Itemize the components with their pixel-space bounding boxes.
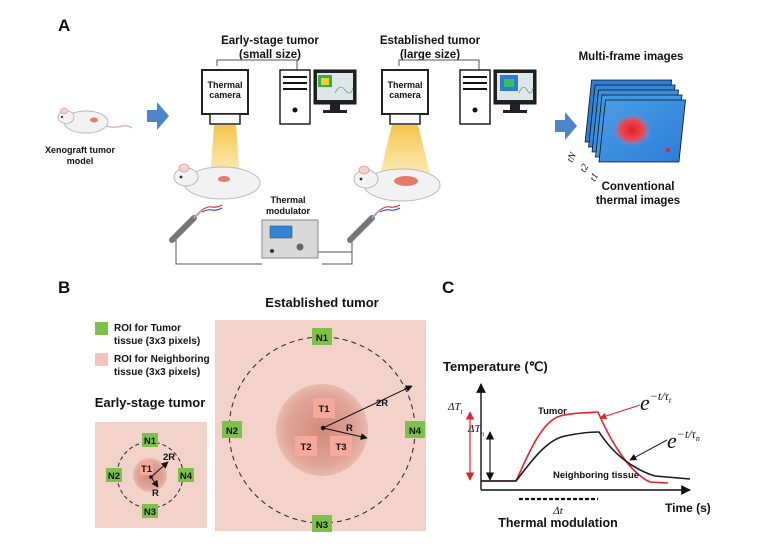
early-stage-subtitle: (small size)	[239, 49, 301, 61]
panel-c-label: C	[442, 278, 454, 297]
early-tumor-title: Early-stage tumor	[95, 395, 206, 410]
computer-tower-icon	[279, 69, 311, 125]
legend-pink-line1: ROI for Neighboring	[114, 354, 210, 365]
roi-t1-large-label: T1	[318, 404, 330, 415]
neighboring-curve-label: Neighboring tissue	[553, 470, 639, 481]
roi-n1-large	[312, 328, 332, 345]
legend-green-swatch	[95, 322, 108, 335]
roi-t2-large	[295, 436, 317, 456]
roi-n3-large	[312, 515, 332, 532]
mouse-label-line2: model	[67, 156, 94, 166]
thermal-camera-1: Thermal camera	[201, 59, 298, 180]
neighbor-eq-pointer	[629, 439, 668, 461]
panel-a: A Xenograft tumor model Early-stage tumo…	[45, 16, 686, 265]
multi-frame-title: Multi-frame images	[579, 51, 684, 63]
frame-label-t2: t2	[578, 162, 591, 174]
roi-t3-large-label: T3	[335, 442, 346, 453]
tumor-decay-equation: e−t/τt	[640, 389, 672, 415]
roi-n2-large-label: N2	[226, 426, 238, 437]
early-r-arrow	[150, 476, 159, 488]
camera-2-label-line1: Thermal	[387, 80, 422, 90]
roi-n4-large-label: N4	[409, 426, 422, 437]
tumor-curve	[481, 411, 669, 484]
roi-n4-large	[405, 421, 425, 438]
thermal-modulation-label: Thermal modulation	[498, 516, 617, 530]
mouse-icon	[57, 107, 133, 134]
tumor-curve-label: Tumor	[538, 406, 567, 417]
roi-n4-small-label: N4	[180, 471, 193, 482]
roi-n4-small	[178, 468, 194, 482]
early-stage-title: Early-stage tumor	[221, 35, 319, 47]
tumor-eq-pointer	[599, 404, 641, 420]
legend-green-line1: ROI for Tumor	[114, 323, 181, 334]
panel-c: C Temperature (℃) ΔTt ΔTn Tumor Neighbor…	[442, 278, 711, 530]
camera-1-label-line1: Thermal	[207, 80, 242, 90]
image-stack-icon	[584, 79, 686, 163]
neighboring-curve	[481, 431, 691, 482]
thermal-modulator-icon	[261, 219, 319, 259]
early-2r-arrow	[150, 461, 169, 478]
roi-n1-small	[142, 433, 158, 447]
mouse-label-line1: Xenograft tumor	[45, 145, 115, 155]
roi-n2-large	[222, 421, 242, 438]
panel-b-label: B	[58, 278, 70, 297]
established-title: Established tumor	[380, 35, 481, 47]
modulator-label-line2: modulator	[266, 206, 310, 216]
roi-t3-large	[330, 436, 352, 456]
delta-tn-label: ΔTn	[467, 423, 485, 438]
monitor-icon	[313, 69, 357, 113]
mouse-icon	[173, 163, 261, 200]
roi-t1-small-label: T1	[141, 464, 153, 475]
established-subtitle: (large size)	[400, 49, 460, 61]
panel-a-label: A	[58, 16, 70, 35]
thermal-beam-1	[210, 125, 240, 180]
conventional-label-line1: Conventional	[602, 181, 675, 193]
roi-n2-small	[106, 468, 122, 482]
established-tumor-core	[276, 384, 368, 476]
early-r-label: R	[152, 488, 159, 499]
roi-n1-large-label: N1	[316, 333, 329, 344]
mouse-icon	[353, 165, 441, 202]
camera-2-label-line2: camera	[389, 90, 422, 100]
neighbor-decay-equation: e−t/τn	[667, 427, 700, 453]
thermal-beam-2	[378, 125, 432, 182]
frame-label-t1: t1	[588, 171, 601, 183]
roi-n3-large-label: N3	[316, 520, 328, 531]
roi-n3-small-label: N3	[144, 507, 156, 518]
temperature-axis-label: Temperature (℃)	[443, 359, 548, 374]
probe-icon	[169, 204, 223, 243]
conventional-label-line2: thermal images	[596, 195, 680, 207]
modulator-label-line1: Thermal	[270, 195, 305, 205]
camera-1-label-line2: camera	[209, 90, 242, 100]
legend-green-line2: tissue (3x3 pixels)	[114, 336, 200, 347]
roi-t2-large-label: T2	[300, 442, 311, 453]
legend-pink-line2: tissue (3x3 pixels)	[114, 367, 200, 378]
roi-n2-small-label: N2	[108, 471, 120, 482]
monitor-icon	[493, 69, 537, 113]
delta-tt-label: ΔTt	[447, 401, 464, 416]
probe-icon	[347, 204, 401, 243]
established-2r-label: 2R	[376, 398, 388, 409]
roi-n1-small-label: N1	[144, 436, 157, 447]
established-r-label: R	[346, 423, 353, 434]
established-r-arrow	[322, 427, 368, 441]
arrow-right-icon	[147, 102, 169, 130]
delta-t-time-label: Δt	[552, 505, 563, 517]
legend-pink-swatch	[95, 353, 108, 366]
roi-n3-small	[142, 504, 158, 518]
thermal-camera-2: Thermal camera	[378, 59, 480, 182]
early-2r-label: 2R	[163, 452, 175, 463]
established-tumor-title: Established tumor	[265, 295, 378, 310]
time-axis-label: Time (s)	[665, 501, 711, 515]
roi-t1-large	[313, 398, 335, 418]
frame-label-tn: tN	[565, 150, 580, 165]
panel-b: B ROI for Tumor tissue (3x3 pixels) ROI …	[58, 278, 426, 532]
computer-tower-icon	[459, 69, 491, 125]
arrow-right-icon	[555, 112, 577, 140]
established-2r-arrow	[322, 385, 413, 429]
roi-t1-small	[140, 462, 153, 475]
